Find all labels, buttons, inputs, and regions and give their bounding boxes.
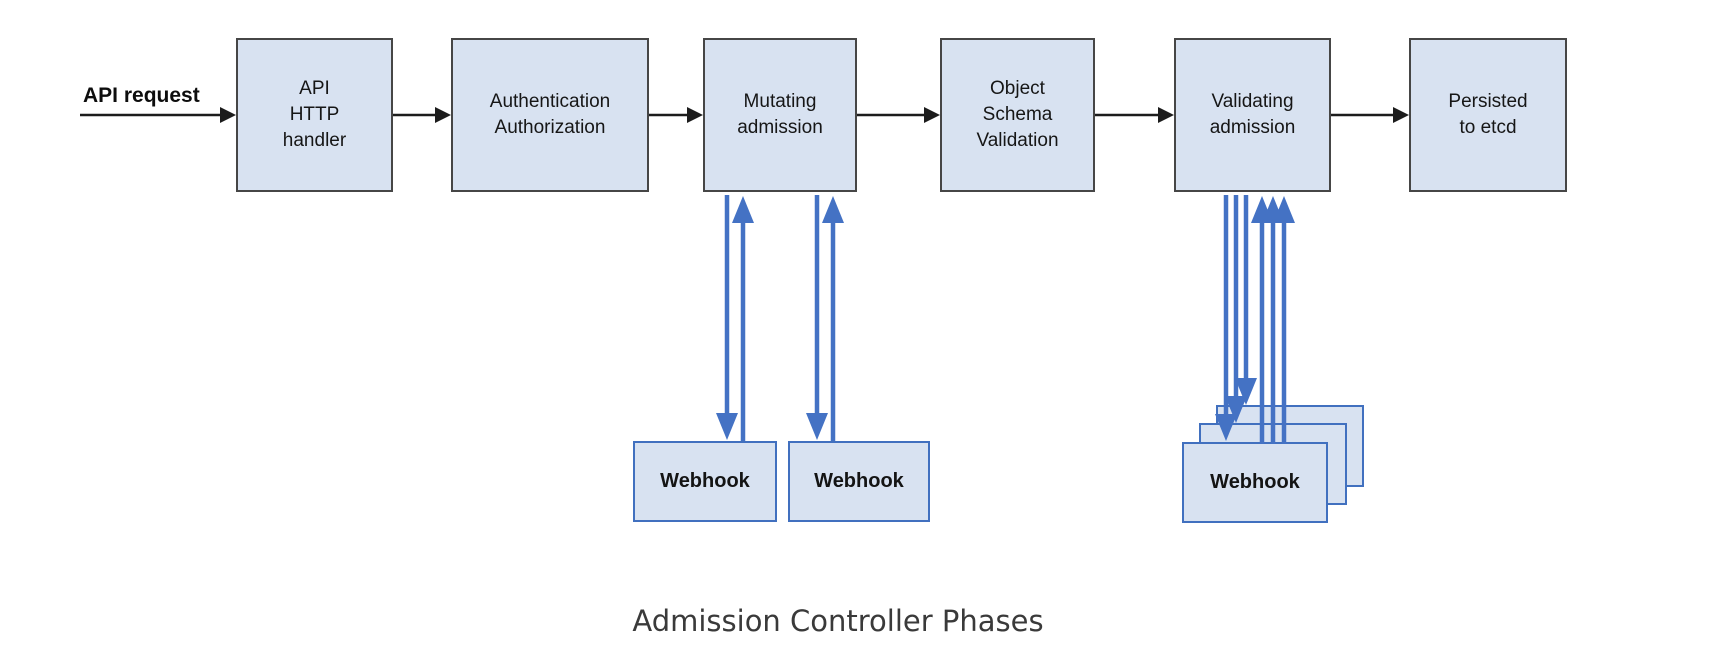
stage-box-api-http-handler: API HTTP handler [236, 38, 393, 192]
flow-arrow-validating-to-etcd [1331, 107, 1409, 123]
stage-box-mutating-admission: Mutating admission [703, 38, 857, 192]
stage-label: Mutating admission [737, 91, 823, 138]
webhook-label: Webhook [814, 470, 904, 492]
validating-webhook-call-arrow-3 [1235, 195, 1257, 405]
flow-arrow-schema-to-validating [1095, 107, 1174, 123]
stage-box-object-schema-validation: Object Schema Validation [940, 38, 1095, 192]
flow-arrow-mutating-to-schema [857, 107, 940, 123]
stage-box-persisted-to-etcd: Persisted to etcd [1409, 38, 1567, 192]
stage-box-authentication-authorization: Authentication Authorization [451, 38, 649, 192]
stage-label: Validating admission [1209, 91, 1296, 138]
api-request-arrow [80, 107, 236, 123]
validating-webhook-call-arrow-2 [1225, 195, 1247, 423]
stage-label: Object Schema Validation [976, 78, 1059, 151]
mutating-webhook1-return-arrow [732, 196, 754, 441]
mutating-webhook1-call-arrow [716, 195, 738, 440]
mutating-webhook2-call-arrow [806, 195, 828, 440]
stage-label: Authentication Authorization [489, 91, 611, 138]
flow-arrow-handler-to-auth [393, 107, 451, 123]
flow-arrow-auth-to-mutating [649, 107, 703, 123]
mutating-webhook-box-1: Webhook [633, 441, 777, 522]
validating-webhook-box-front: Webhook [1182, 442, 1328, 523]
stage-label: Persisted to etcd [1448, 91, 1528, 138]
diagram-caption: Admission Controller Phases [632, 604, 1044, 638]
webhook-label: Webhook [1210, 471, 1300, 493]
mutating-webhook-box-2: Webhook [788, 441, 930, 522]
webhook-label: Webhook [660, 470, 750, 492]
mutating-webhook2-return-arrow [822, 196, 844, 441]
stage-label: API HTTP handler [282, 78, 347, 151]
api-request-label: API request [83, 84, 200, 107]
stage-box-validating-admission: Validating admission [1174, 38, 1331, 192]
